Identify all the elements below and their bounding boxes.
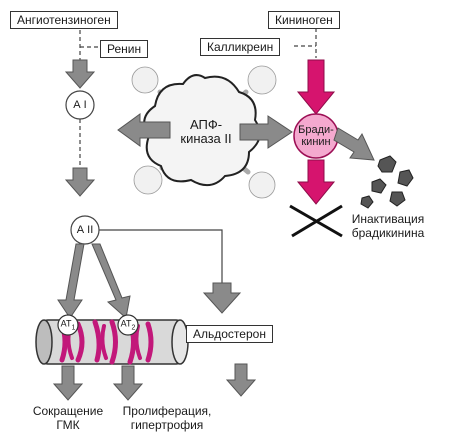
ace-label: АПФ- киназа II	[180, 117, 232, 146]
bradykinin-label: Бради- кинин	[298, 124, 334, 148]
angiotensinogen-box: Ангиотензиноген	[10, 11, 118, 29]
at2-receptor	[117, 314, 139, 336]
a2-label: А II	[76, 224, 94, 236]
a2-to-aldosterone-line	[99, 229, 223, 285]
a1-label: А I	[73, 99, 87, 111]
at2-subscript: 2	[131, 324, 136, 332]
at1-subscript: 1	[71, 324, 76, 332]
arrow-to-at2	[91, 243, 131, 319]
arrow-to-aldosterone	[202, 282, 242, 314]
arrow-to-bradykinin	[296, 59, 336, 115]
aldosterone-box: Альдостерон	[186, 325, 273, 343]
arrow-to-inactivation	[333, 127, 375, 161]
at1-text: AT	[60, 318, 72, 329]
bradykinin-fragments-icon	[360, 155, 414, 209]
at2-text: AT	[120, 318, 132, 329]
kallikrein-box: Калликреин	[200, 38, 281, 56]
arrow-to-a2	[64, 167, 96, 197]
proliferation-label: Пролиферация, гипертрофия	[122, 404, 212, 432]
arrow-to-at1	[57, 243, 85, 319]
arrow-bradykinin-down	[296, 159, 336, 205]
kininogen-box: Кининоген	[268, 11, 340, 29]
arrow-to-a1	[64, 59, 96, 89]
arrow-ace-left	[117, 113, 171, 147]
at1-label: AT1	[61, 319, 76, 332]
renin-box: Ренин	[100, 40, 149, 58]
arrow-to-proliferation	[112, 365, 144, 401]
arrow-to-contraction	[52, 365, 84, 401]
block-cross-icon	[289, 204, 343, 238]
at1-receptor	[57, 314, 79, 336]
arrow-below-aldosterone	[225, 363, 257, 397]
inactivation-label: Инактивация брадикинина	[351, 212, 425, 240]
at2-label: AT2	[121, 319, 136, 332]
arrow-ace-right	[239, 115, 293, 149]
ace-cloud	[131, 65, 277, 199]
smc-contraction-label: Сокращение ГМК	[32, 404, 104, 432]
